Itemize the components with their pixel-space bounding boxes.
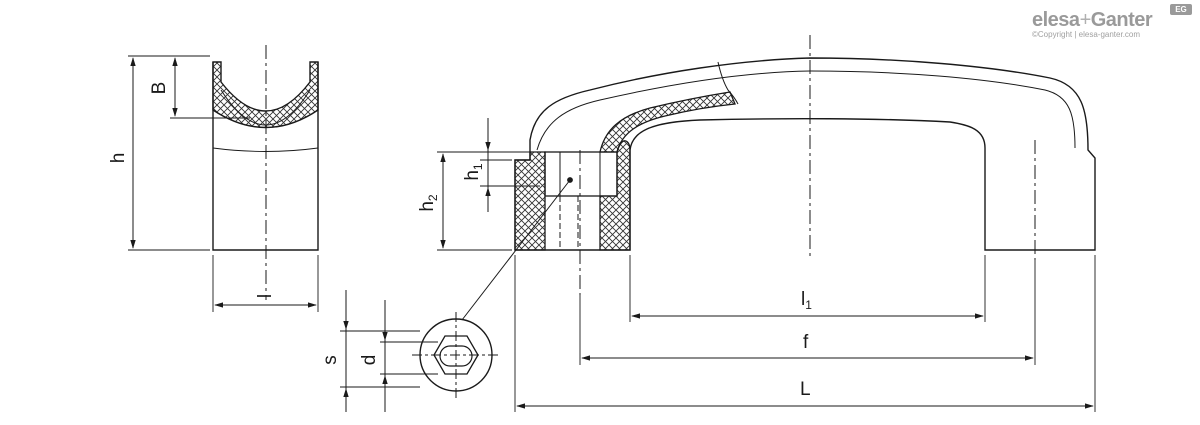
dim-f-label: f [803,332,809,353]
detail-leader [461,179,571,321]
handle-outline [514,57,1096,251]
dim-h1-label: h1 [462,163,485,181]
side-view [128,45,319,312]
brand-name: elesa+Ganter [1032,9,1153,31]
dim-l1-label: l1 [801,289,812,312]
dim-L-label: L [800,379,811,400]
brand-copyright: ©Copyright | elesa-ganter.com [1032,30,1141,39]
dim-h-label: h [108,153,129,164]
side-view-section [212,61,319,129]
dim-h2-label: h2 [417,194,440,212]
brand-logo: elesa+Ganter ©Copyright | elesa-ganter.c… [1032,9,1153,40]
dim-d-label: d [359,355,380,366]
front-view [437,35,1096,412]
nut-detail-view [340,290,500,412]
threaded-insert [544,151,618,197]
dim-s-label: s [320,355,341,365]
dim-B-label: B [149,82,170,95]
brand-badge-icon: EG [1170,4,1192,15]
dim-l-label: l [255,294,276,298]
handle-section [514,151,546,251]
